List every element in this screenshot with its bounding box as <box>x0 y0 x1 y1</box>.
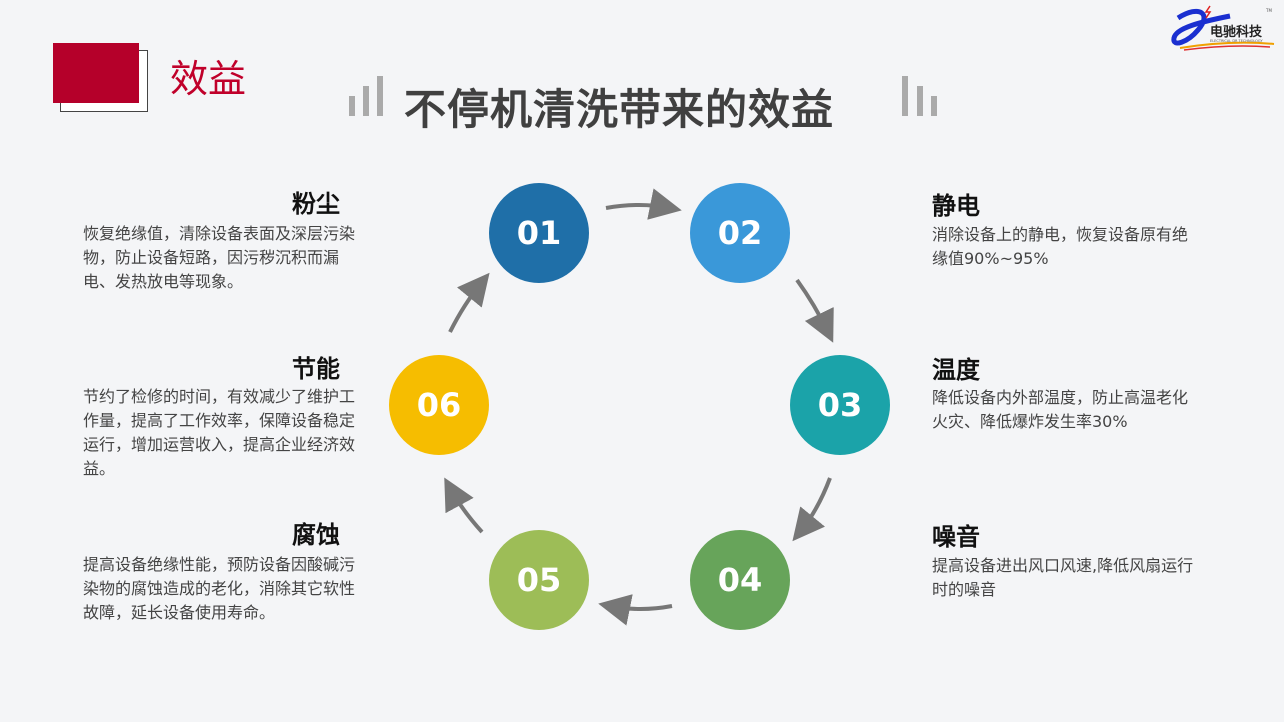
svg-text:ELECTRICAL DR TECHNOLOGY: ELECTRICAL DR TECHNOLOGY <box>1210 39 1263 43</box>
arrow-06-01 <box>448 272 490 333</box>
decor-bar <box>931 96 937 116</box>
section-title: 效益 <box>170 57 247 101</box>
step-02-desc: 消除设备上的静电，恢复设备原有绝缘值90%~95% <box>932 225 1189 268</box>
step-03-desc: 降低设备内外部温度，防止高温老化火灾、降低爆炸发生率30% <box>932 388 1189 431</box>
decor-bar <box>902 76 908 116</box>
decor-bar <box>363 86 369 116</box>
arrow-01-02 <box>605 188 682 220</box>
decor-bar <box>917 86 923 116</box>
company-logo: 电驰科技 ELECTRICAL DR TECHNOLOGY TM <box>1170 4 1276 54</box>
arrow-04-05 <box>598 594 673 626</box>
section-marker <box>53 43 139 103</box>
arrow-02-03 <box>795 278 834 343</box>
step-01-circle: 01 <box>489 183 589 283</box>
step-06-circle: 06 <box>389 355 489 455</box>
svg-text:电驰科技: 电驰科技 <box>1210 24 1263 40</box>
step-02-circle: 02 <box>690 183 790 283</box>
step-04-circle: 04 <box>690 530 790 630</box>
arrow-03-04 <box>792 477 832 542</box>
step-01-title: 粉尘 <box>292 190 340 218</box>
svg-text:TM: TM <box>1265 8 1272 13</box>
step-06-title: 节能 <box>292 355 340 383</box>
step-05-circle: 05 <box>489 530 589 630</box>
step-02-title: 静电 <box>932 192 980 220</box>
arrow-05-06 <box>444 477 484 534</box>
decor-bar <box>377 76 383 116</box>
step-03-circle: 03 <box>790 355 890 455</box>
step-04-desc: 提高设备进出风口风速,降低风扇运行时的噪音 <box>932 556 1194 599</box>
step-01-desc: 恢复绝缘值，清除设备表面及深层污染物，防止设备短路，因污秽沉积而漏电、发热放电等… <box>83 224 356 291</box>
step-06-desc: 节约了检修的时间，有效减少了维护工作量，提高了工作效率，保障设备稳定运行，增加运… <box>83 387 356 478</box>
step-03-title: 温度 <box>932 356 980 384</box>
step-04-title: 噪音 <box>932 523 980 551</box>
step-05-title: 腐蚀 <box>292 521 340 549</box>
page-title: 不停机清洗带来的效益 <box>404 85 835 134</box>
decor-bar <box>349 96 355 116</box>
step-05-desc: 提高设备绝缘性能，预防设备因酸碱污染物的腐蚀造成的老化，消除其它软性故障，延长设… <box>83 555 356 622</box>
